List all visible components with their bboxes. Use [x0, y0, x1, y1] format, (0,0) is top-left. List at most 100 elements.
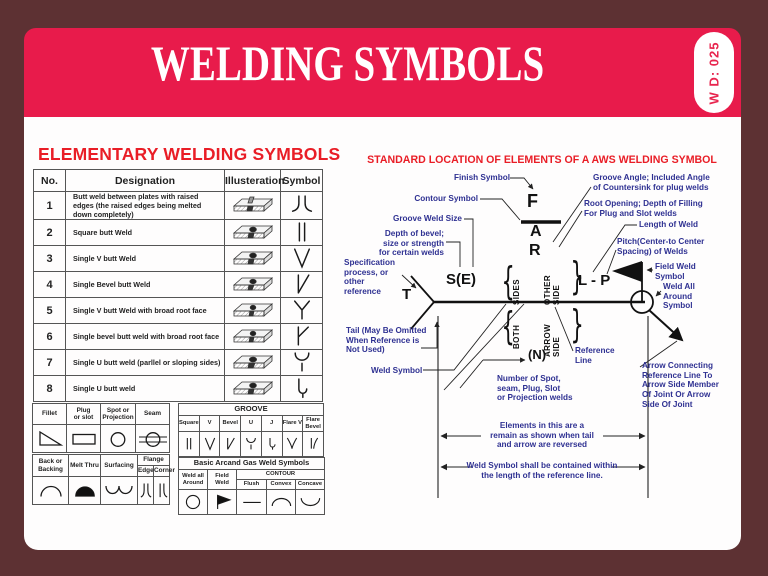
aws-diagram: STANDARD LOCATION OF ELEMENTS OF A AWS W…: [344, 150, 740, 510]
plate-illustration: [224, 297, 281, 324]
col-illustration: Illusteration: [224, 169, 285, 192]
contour-concave-header: Concave: [294, 479, 326, 490]
other-side-label: OTHER SIDE: [543, 275, 562, 305]
groove-bevel-symbol: [219, 431, 242, 457]
brace-left-bottom: {: [501, 304, 515, 348]
number-letter: (N): [528, 347, 547, 362]
reference-line-label: Reference Line: [575, 346, 615, 365]
single-bevel-symbol: [280, 271, 323, 298]
brace-right-bottom: }: [570, 302, 584, 346]
table-header-row: No. Designation Illusteration Symbol: [33, 169, 323, 192]
arrow-connecting-label: Arrow Connecting Reference Line To Arrow…: [642, 361, 719, 409]
flange-edge-header: Edge: [137, 465, 154, 477]
groove-j-symbol: [260, 431, 283, 457]
contour-concave-symbol: [294, 489, 326, 515]
row-no: 4: [33, 271, 66, 298]
weld-all-around-symbol: [178, 489, 208, 515]
fillet-header: Fillet: [32, 403, 67, 425]
row-designation: Butt weld between plates with raised edg…: [65, 191, 225, 220]
groove-angle-label: Groove Angle; Included Angle of Counters…: [593, 173, 710, 192]
sides-label: SIDES: [512, 278, 521, 305]
diagram-linework: [401, 177, 684, 498]
specification-label: Specification process, or other referenc…: [344, 258, 395, 297]
row-designation: Single bevel butt weld with broad root f…: [65, 323, 225, 350]
single-v-symbol: [280, 245, 323, 272]
groove-square-symbol: [178, 431, 200, 457]
row-no: 2: [33, 219, 66, 246]
groove-v-header: V: [198, 415, 221, 432]
surfacing-symbol: [100, 476, 138, 505]
plate-illustration: [224, 349, 281, 376]
depth-of-bevel-label: Depth of bevel; size or strength for cer…: [378, 229, 444, 258]
col-symbol: Symbol: [280, 169, 323, 192]
size-letters: S(E): [446, 271, 476, 288]
contour-flush-header: Flush: [236, 479, 267, 490]
square-butt-symbol: [280, 219, 323, 246]
elementary-table: No. Designation Illusteration Symbol 1 B…: [33, 169, 323, 402]
plate-illustration: [224, 323, 281, 350]
finish-letter: F: [527, 191, 538, 211]
finish-symbol-label: Finish Symbol: [454, 173, 510, 182]
melt-thru-header: Melt Thru: [68, 454, 101, 477]
row-no: 5: [33, 297, 66, 324]
header-banner: WELDING SYMBOLS W D: 025: [24, 28, 741, 117]
groove-u-header: U: [240, 415, 262, 432]
plug-slot-header: Plug or slot: [66, 403, 101, 425]
groove-j-header: J: [260, 415, 283, 432]
poster-title: WELDING SYMBOLS: [150, 35, 545, 91]
col-no: No.: [33, 169, 66, 192]
row-designation: Single Bevel butt Weld: [65, 271, 225, 298]
groove-u-symbol: [240, 431, 262, 457]
back-backing-header: Back or Backing: [32, 454, 69, 477]
table-row: 1 Butt weld between plates with raised e…: [33, 191, 323, 220]
brace-right-top: }: [570, 254, 584, 298]
groove-flare-v-header: Flare V: [281, 415, 304, 432]
row-no: 6: [33, 323, 66, 350]
leader-lines: [401, 177, 678, 391]
u-sloping-symbol: [280, 349, 323, 376]
back-table: Back or Backing Melt Thru Surfacing Flan…: [32, 454, 175, 505]
contour-convex-header: Convex: [266, 479, 296, 490]
field-weld-flag: [612, 261, 642, 282]
v-broad-root-symbol: [280, 297, 323, 324]
groove-square-header: Square: [178, 415, 200, 432]
plate-illustration: [224, 219, 281, 246]
row-designation: Single U butt weld (parllel or sloping s…: [65, 349, 225, 376]
groove-flare-bevel-symbol: [302, 431, 324, 457]
row-designation: Single V butt Weld: [65, 245, 225, 272]
raised-edges-symbol: [280, 191, 323, 220]
contour-flush-symbol: [236, 489, 267, 515]
angle-letter: A: [530, 223, 542, 240]
diagram-title: STANDARD LOCATION OF ELEMENTS OF A AWS W…: [367, 154, 717, 166]
code-tag: W D: 025: [694, 32, 734, 113]
back-backing-symbol: [32, 476, 69, 505]
length-of-weld-label: Length of Weld: [639, 220, 698, 229]
seam-header: Seam: [135, 403, 170, 425]
arrow-side-label: ARROW SIDE: [543, 323, 562, 357]
table-row: 7 Single U butt weld (parllel or sloping…: [33, 349, 323, 376]
tail-lines: [410, 275, 435, 330]
row-no: 8: [33, 375, 66, 402]
contour-convex-symbol: [266, 489, 296, 515]
tail-note-label: Tail (May Be Omitted When Reference is N…: [346, 326, 427, 355]
basic-title: Basic Arcand Gas Weld Symbols: [177, 457, 326, 470]
arrow-line: [648, 309, 684, 342]
flange-corner-header: Corner: [152, 465, 175, 477]
fillet-table: Fillet Plug or slot Spot or Projection S…: [32, 403, 170, 453]
brace-left-top: {: [501, 259, 515, 303]
groove-bevel-header: Bevel: [219, 415, 242, 432]
row-no: 3: [33, 245, 66, 272]
table-row: 5 Single V butt Weld with broad root fac…: [33, 297, 323, 324]
single-u-symbol: [280, 375, 323, 402]
groove-v-symbol: [198, 431, 221, 457]
row-designation: Square butt Weld: [65, 219, 225, 246]
table-row: 6 Single bevel butt weld with broad root…: [33, 323, 323, 350]
col-designation: Designation: [65, 169, 225, 192]
weld-symbol-label: Weld Symbol: [371, 366, 423, 375]
groove-table: GROOVE Square V Bevel U J Flare V Flare …: [178, 403, 324, 457]
field-weld-header: Field Weld: [207, 469, 237, 490]
tail-letter: T: [402, 286, 412, 303]
bevel-broad-root-symbol: [280, 323, 323, 350]
melt-thru-symbol: [68, 476, 101, 505]
both-label: BOTH: [512, 324, 521, 349]
